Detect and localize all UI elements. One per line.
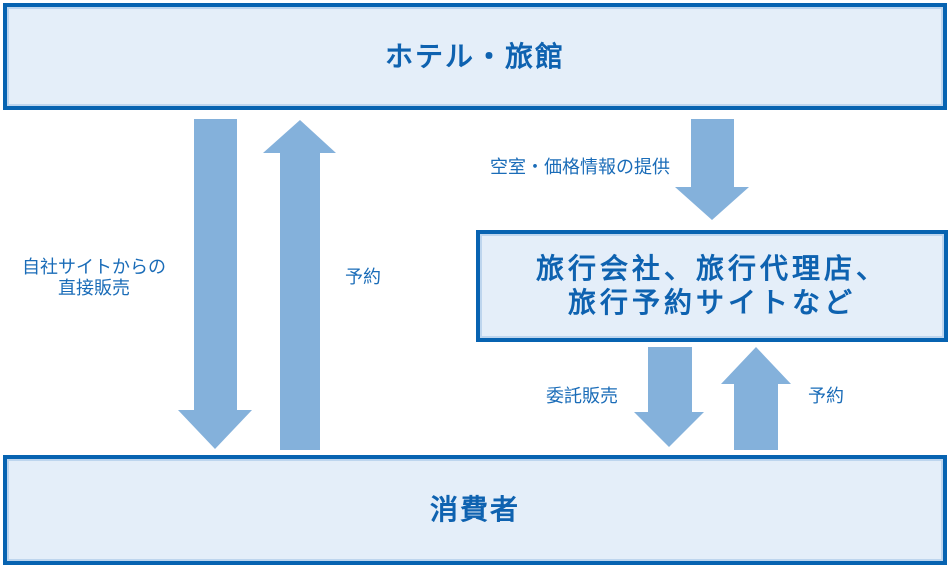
hotel-ryokan-label: ホテル・旅館 — [384, 39, 565, 73]
travel-agency-label-line2: 旅行予約サイトなど — [567, 286, 856, 319]
direct-sales-label: 自社サイトからの 直接販売 — [13, 257, 175, 299]
reservation-right-label: 予約 — [808, 386, 844, 407]
consumer-label: 消費者 — [429, 493, 520, 526]
arrow-down-info-provision-icon — [675, 119, 749, 220]
reservation-left-label: 予約 — [345, 267, 381, 288]
vacancy-info-label: 空室・価格情報の提供 — [490, 157, 670, 178]
arrow-down-direct-sales-icon — [178, 119, 252, 449]
hotel-ryokan-box: ホテル・旅館 — [3, 3, 947, 110]
arrow-up-reservation-icon — [263, 120, 336, 450]
direct-sales-label-line1: 自社サイトからの — [22, 257, 166, 278]
travel-agency-label-line1: 旅行会社、旅行代理店、 — [535, 252, 888, 285]
consumer-box: 消費者 — [3, 455, 947, 565]
direct-sales-label-line2: 直接販売 — [58, 278, 130, 299]
arrow-up-reservation-agency-icon — [721, 347, 791, 450]
travel-agency-box: 旅行会社、旅行代理店、 旅行予約サイトなど — [476, 230, 948, 342]
consignment-sales-label: 委託販売 — [546, 386, 618, 407]
arrow-down-consignment-icon — [634, 347, 704, 447]
